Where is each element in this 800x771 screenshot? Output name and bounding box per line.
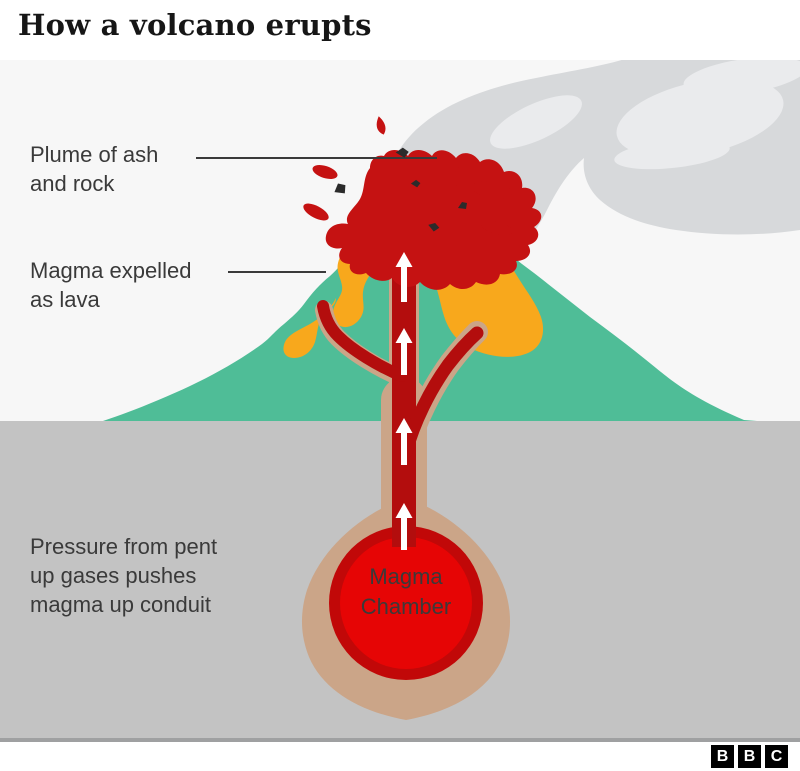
ash-plume-highlight	[616, 78, 784, 158]
label-lava: Magma expelled as lava	[30, 256, 191, 314]
lava-teardrop	[283, 298, 336, 358]
bbc-logo-square: C	[765, 745, 788, 768]
volcano-diagram	[0, 60, 800, 742]
rock-fragment	[395, 147, 409, 158]
bbc-logo-letter: B	[716, 747, 729, 765]
bbc-logo-letter: C	[770, 747, 783, 765]
label-lava-line1: Magma expelled	[30, 258, 192, 283]
lava-droplet	[376, 116, 386, 135]
bbc-logo-square: B	[711, 745, 734, 768]
lava-droplet	[312, 165, 338, 179]
rock-fragment	[334, 183, 346, 194]
rock-fragment	[458, 202, 467, 209]
up-arrow-icon	[395, 503, 413, 550]
lava-droplet	[481, 221, 513, 235]
up-arrow-icon	[395, 328, 413, 375]
rock-fragment	[428, 223, 440, 232]
bbc-logo-square: B	[738, 745, 761, 768]
ground-divider	[0, 738, 800, 742]
magma-chamber-core	[340, 537, 472, 669]
ash-plume-highlight	[490, 95, 582, 149]
ash-plume-highlight	[614, 138, 730, 170]
label-pressure: Pressure from pent up gases pushes magma…	[30, 532, 217, 619]
left-dike	[317, 300, 408, 382]
page-title: How a volcano erupts	[18, 8, 372, 42]
footer: B B C	[0, 742, 800, 771]
lava-droplet	[303, 203, 329, 221]
volcano-illustration: Plume of ash and rock Magma expelled as …	[0, 60, 800, 742]
header: How a volcano erupts	[0, 0, 800, 60]
label-magma-chamber: Magma Chamber	[326, 562, 486, 622]
label-plume: Plume of ash and rock	[30, 140, 158, 198]
right-dike	[399, 326, 484, 459]
label-pressure-line1: Pressure from pent	[30, 534, 218, 559]
label-plume-line2: and rock	[30, 171, 115, 196]
label-lava-line2: as lava	[30, 287, 100, 312]
label-magma-chamber-line2: Chamber	[360, 594, 452, 619]
bbc-logo-letter: B	[743, 747, 756, 765]
lava-droplet	[472, 181, 512, 199]
bbc-logo: B B C	[711, 745, 788, 768]
up-arrow-icon	[395, 252, 413, 302]
ash-plume-highlight	[683, 60, 800, 95]
volcano-mountain	[103, 226, 757, 421]
label-pressure-line3: magma up conduit	[30, 592, 211, 617]
up-arrow-icon	[395, 418, 413, 465]
label-plume-line1: Plume of ash	[30, 142, 159, 167]
rock-fragment	[410, 179, 421, 188]
lava-droplet	[453, 167, 462, 187]
label-pressure-line2: up gases pushes	[30, 563, 197, 588]
label-magma-chamber-line1: Magma	[369, 564, 443, 589]
